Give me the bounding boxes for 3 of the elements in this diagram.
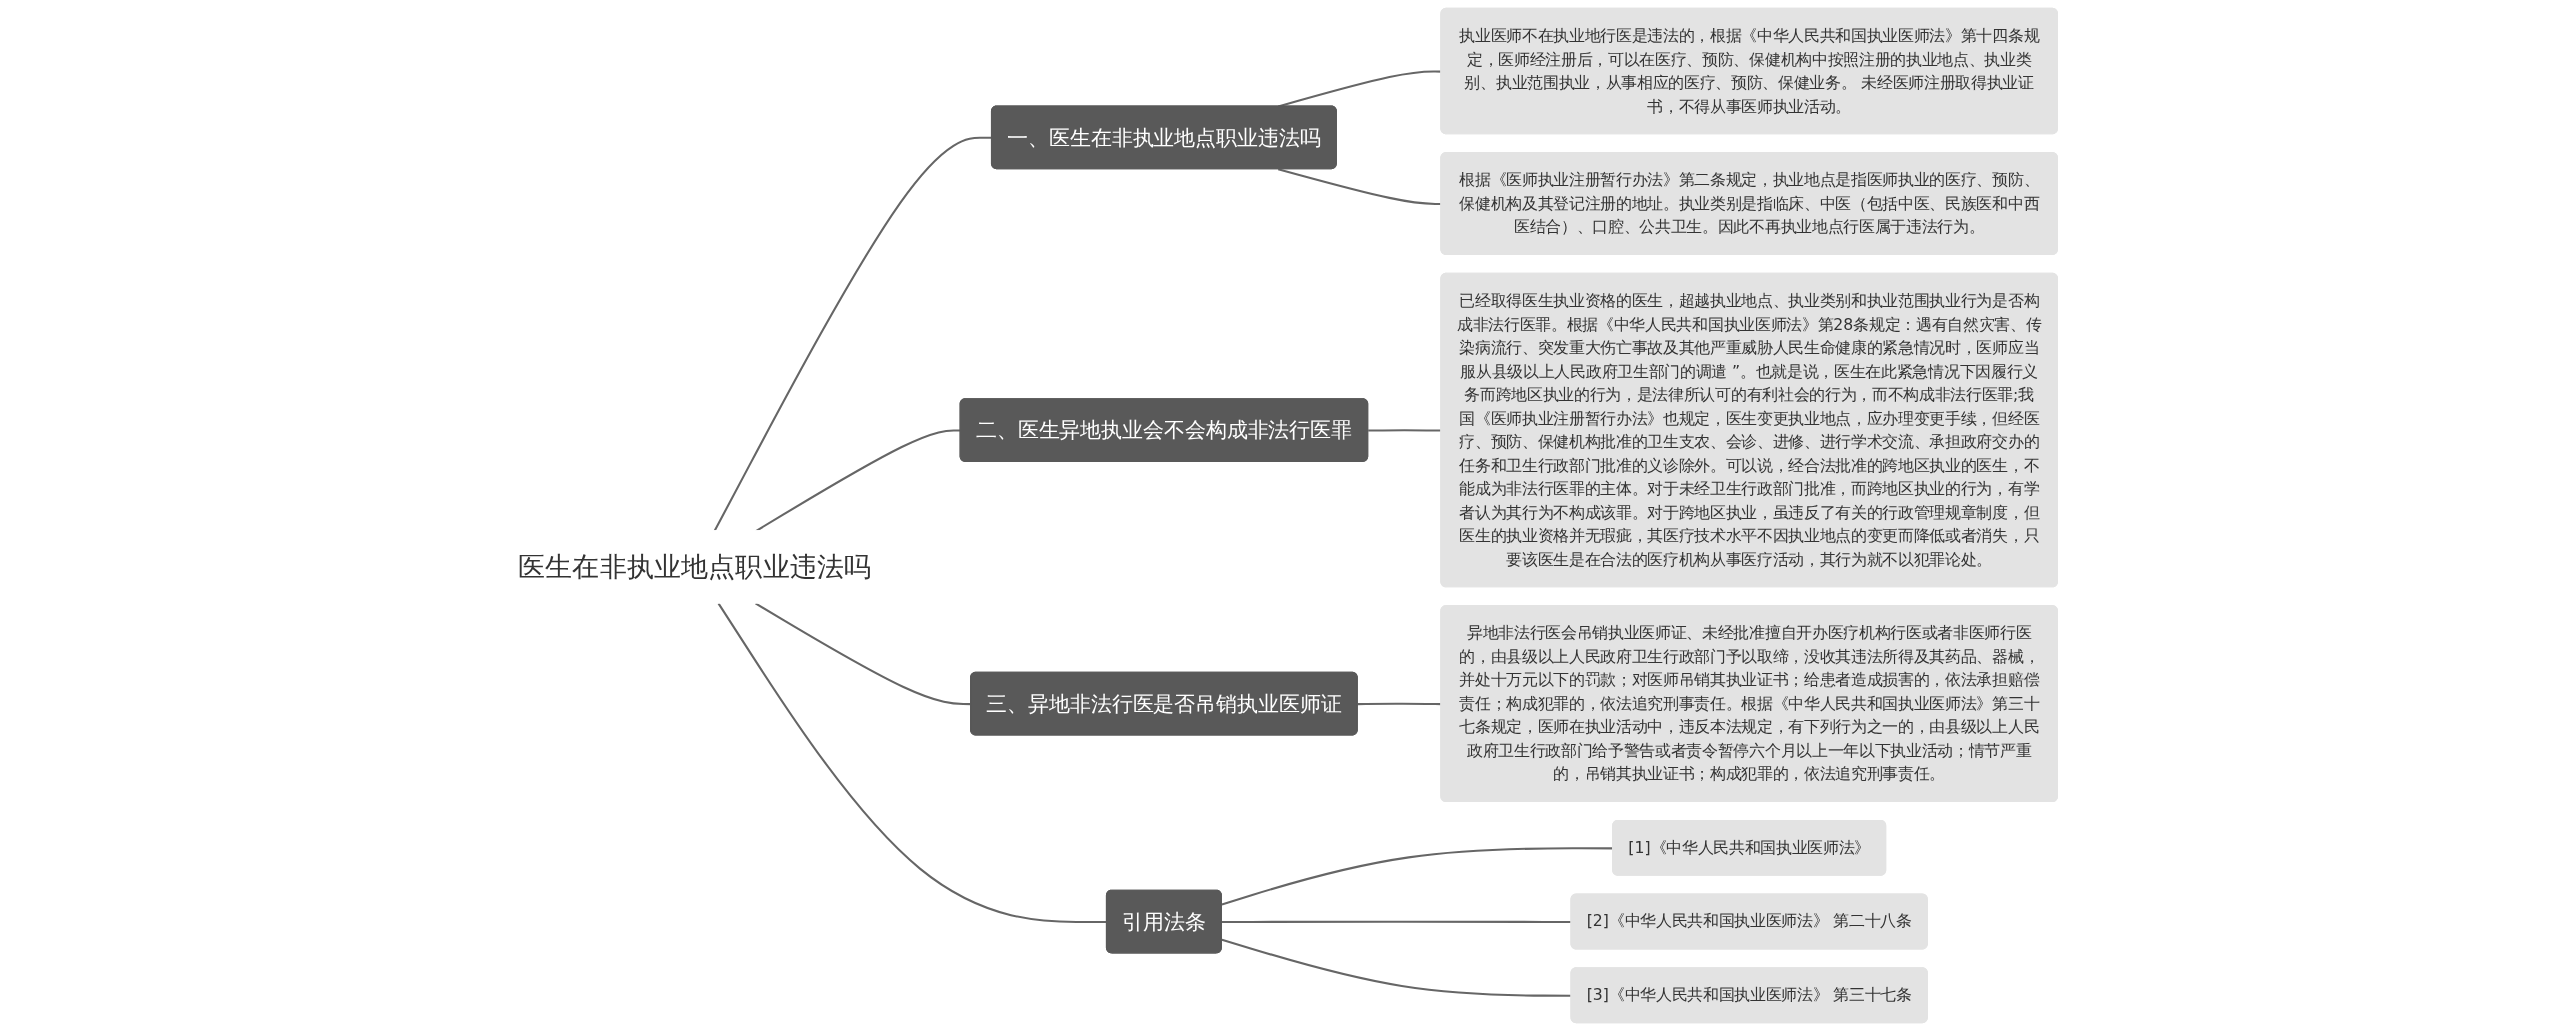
connector bbox=[1222, 920, 1572, 924]
connector bbox=[1221, 938, 1572, 997]
node-text: 医生在非执业地点职业违法吗 bbox=[518, 550, 872, 582]
